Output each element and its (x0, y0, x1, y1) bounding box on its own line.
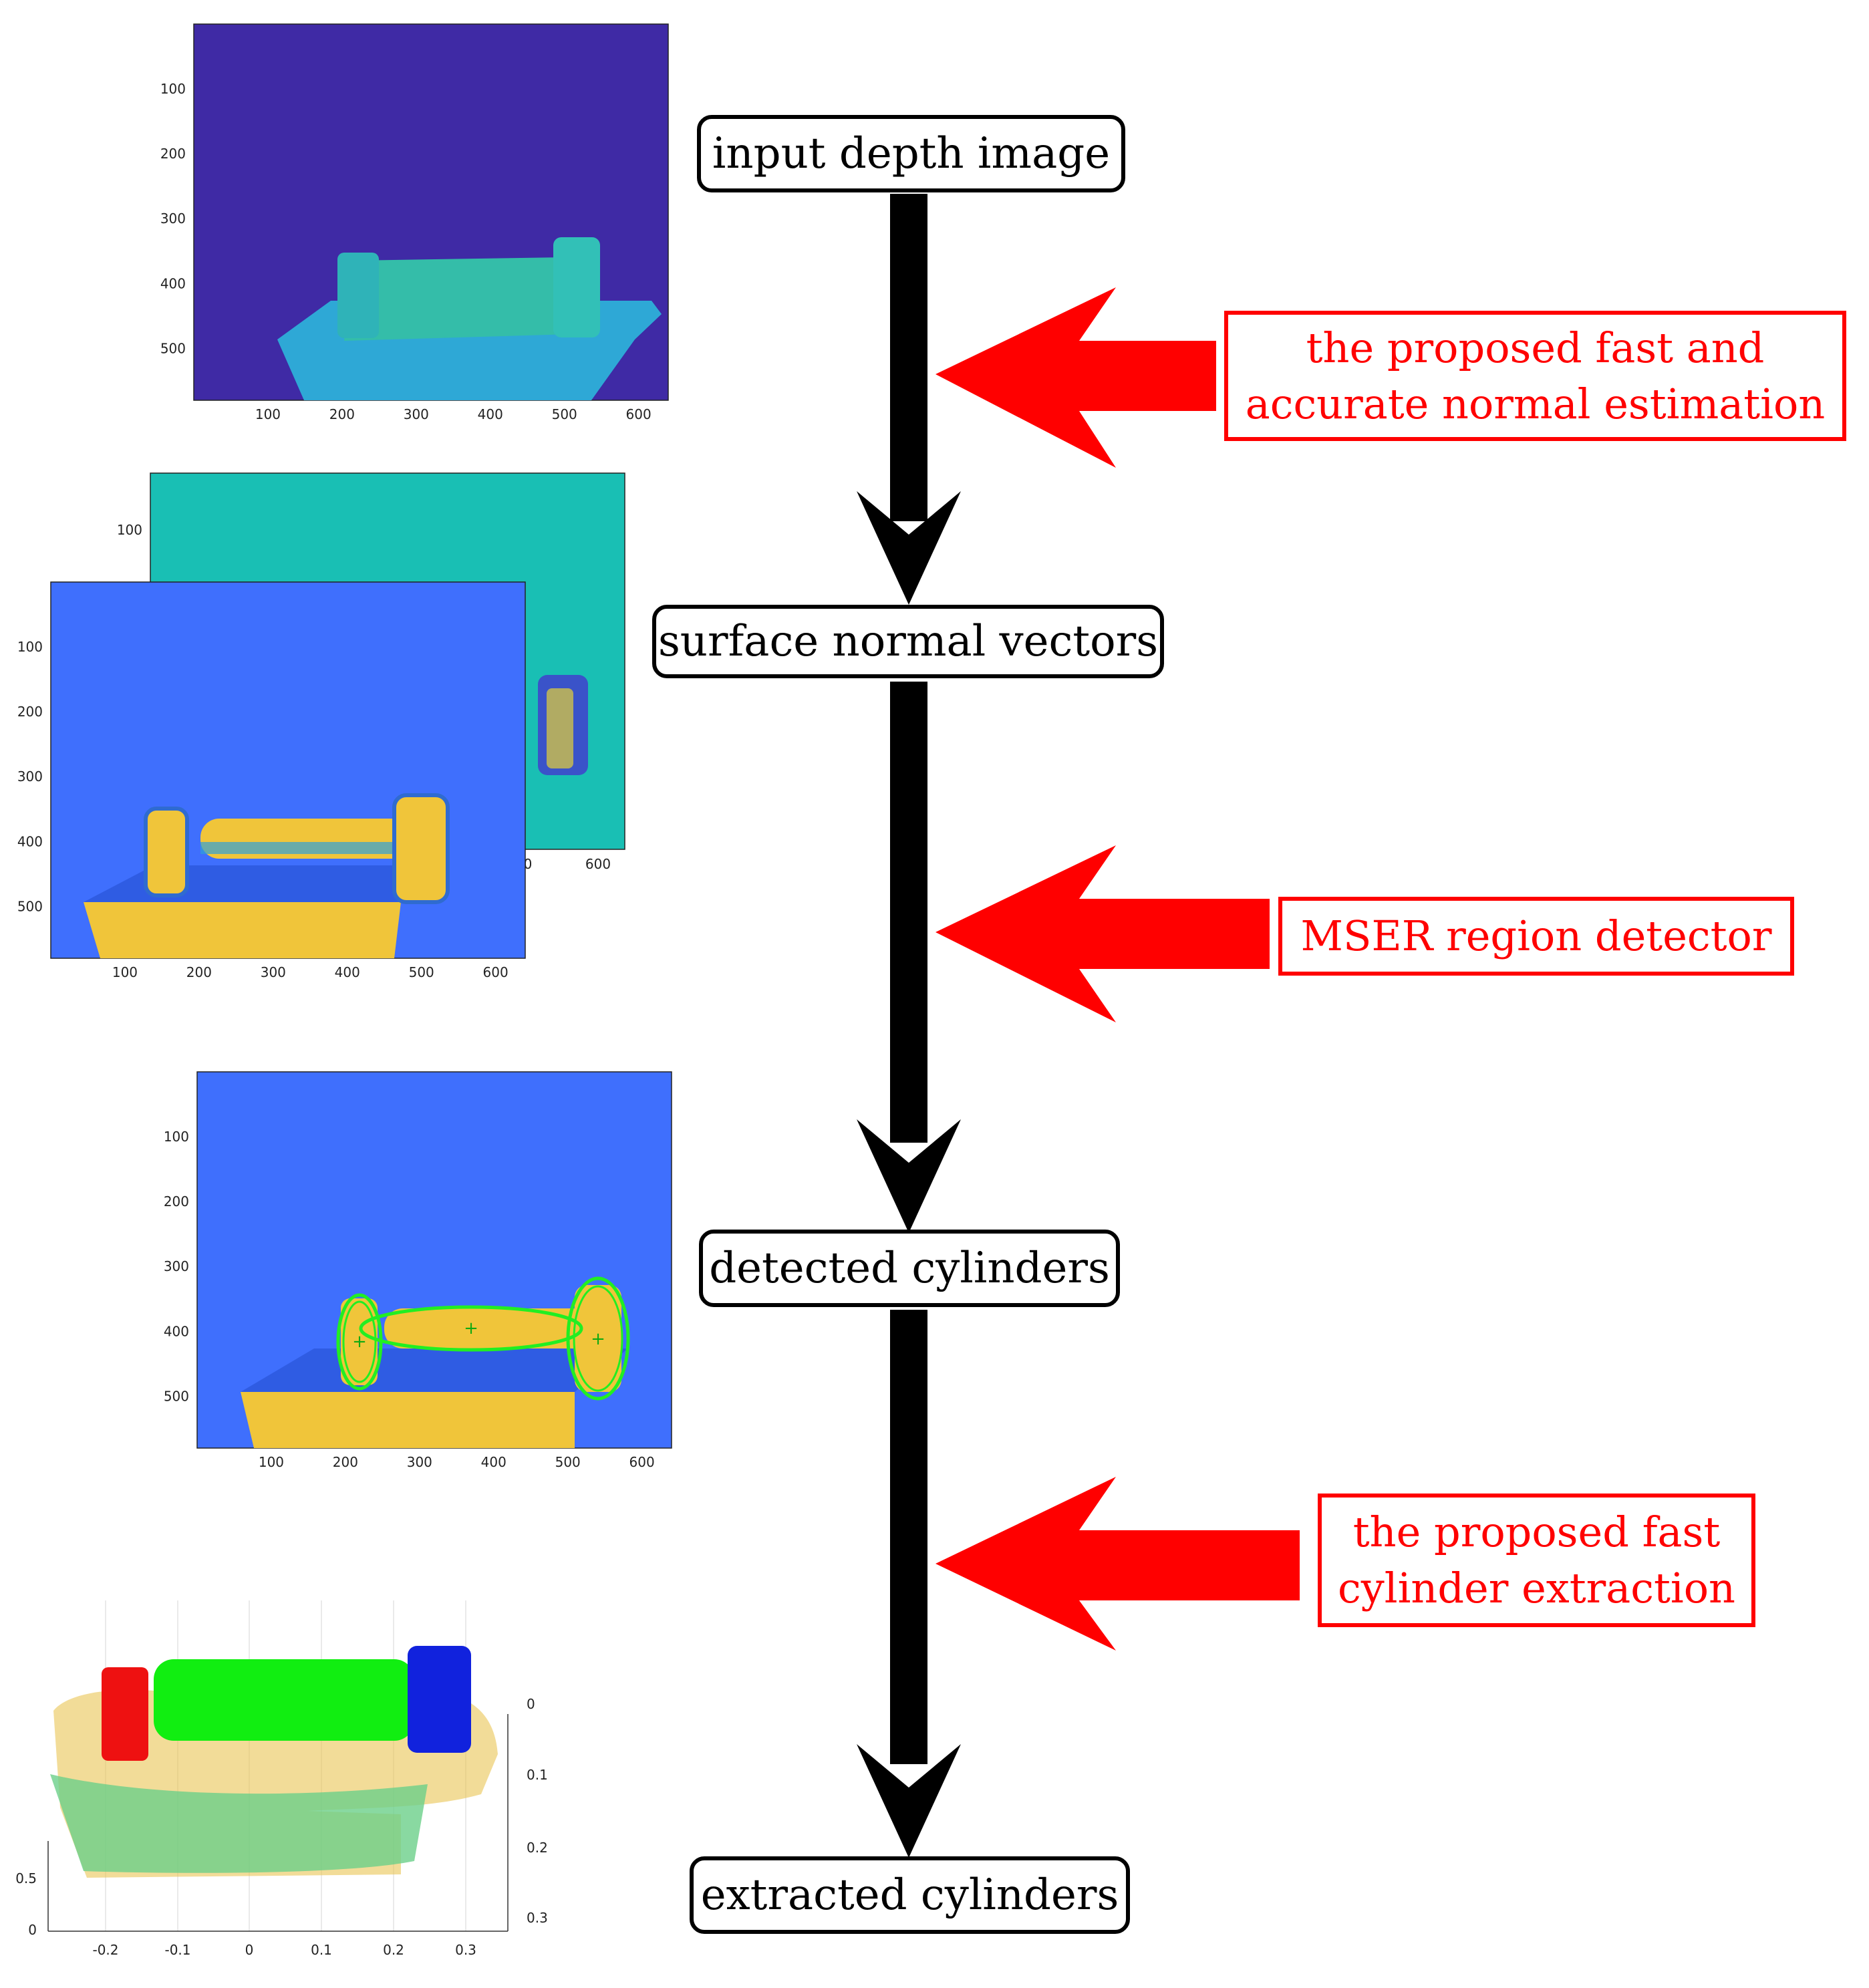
normals-left-cylinder (144, 807, 189, 897)
depth-bar-region (344, 257, 571, 341)
pointcloud-xtick: 0.2 (383, 1942, 404, 1958)
pointcloud-left-tick: 0.5 (15, 1870, 37, 1886)
method-normal-estimation-line-2: accurate normal estimation (1245, 379, 1826, 428)
red-arrow-cylinder-extraction (936, 1477, 1300, 1651)
pointcloud-xtick: 0.3 (455, 1942, 476, 1958)
pointcloud-green-cylinder (154, 1659, 414, 1741)
pointcloud-left-tick: 0 (28, 1922, 37, 1938)
step-surface-normal-vectors: surface normal vectors (652, 605, 1164, 678)
step-extracted-cylinders: extracted cylinders (690, 1856, 1130, 1934)
depth-right-cylinder (553, 237, 600, 337)
detected-table-front (241, 1392, 575, 1448)
detected-ytick: 500 (164, 1388, 189, 1404)
depth-xtick: 200 (329, 406, 355, 422)
pointcloud-ztick: 0.3 (527, 1910, 548, 1926)
detected-xtick: 500 (555, 1454, 581, 1470)
normals_front-ytick: 200 (17, 704, 43, 720)
method-cylinder-extraction-line-1: the proposed fast (1352, 1508, 1721, 1557)
method-mser-region-detector: MSER region detector (1278, 897, 1794, 976)
depth-xtick: 400 (478, 406, 503, 422)
detected-bar (384, 1308, 598, 1348)
detected-xtick: 200 (333, 1454, 358, 1470)
method-normal-estimation: the proposed fast and accurate normal es… (1224, 311, 1846, 441)
detected-ytick: 200 (164, 1193, 189, 1210)
pointcloud-green-points (50, 1774, 428, 1873)
depth-ytick: 200 (160, 146, 186, 162)
normals_back-xtick: 0 (524, 856, 533, 872)
detected-xtick: 100 (259, 1454, 284, 1470)
normals_front-xtick: 300 (261, 964, 286, 980)
arrow-shaft-3 (890, 1310, 927, 1764)
arrow-shaft-1 (890, 194, 927, 521)
detected-ytick: 300 (164, 1258, 189, 1274)
arrow-head-2 (857, 1119, 961, 1233)
detected-ytick: 400 (164, 1323, 189, 1339)
normals_front-xtick: 400 (335, 964, 360, 980)
method-cylinder-extraction: the proposed fast cylinder extraction (1318, 1494, 1755, 1627)
method-cylinder-extraction-line-2: cylinder extraction (1338, 1564, 1735, 1612)
svg-text:+: + (352, 1332, 367, 1352)
normals_front-xtick: 500 (409, 964, 434, 980)
pointcloud-xtick: 0 (245, 1942, 254, 1958)
arrow-head-3 (857, 1744, 961, 1858)
depth-ytick: 500 (160, 340, 186, 356)
step-detected-cylinders: detected cylinders (699, 1230, 1120, 1307)
normals_front-xtick: 200 (186, 964, 212, 980)
pointcloud-ztick: 0.1 (527, 1767, 548, 1783)
depth-ytick: 400 (160, 275, 186, 291)
normals-right-cylinder (392, 793, 450, 904)
depth-xtick: 500 (552, 406, 577, 422)
normals_back-ytick: 100 (117, 522, 142, 538)
svg-text:+: + (591, 1329, 605, 1349)
svg-text:+: + (464, 1318, 478, 1338)
normals_front-ytick: 300 (17, 768, 43, 785)
depth-xtick: 100 (255, 406, 281, 422)
red-arrow-normal-estimation (936, 287, 1216, 468)
red-arrow-mser (936, 845, 1270, 1022)
pointcloud-ztick: 0.2 (527, 1840, 548, 1856)
normals_front-xtick: 100 (112, 964, 138, 980)
mser-ellipse-bar (359, 1305, 583, 1352)
normals-front-plot: 100 200 300 400 500 100 200 300 400 500 600 (17, 581, 526, 980)
arrow-head-1 (857, 491, 961, 605)
pointcloud-red-cylinder (102, 1667, 148, 1761)
pointcloud-ztick: 0 (527, 1696, 535, 1712)
pointcloud-xtick: -0.1 (164, 1942, 190, 1958)
detected-ytick: 100 (164, 1129, 189, 1145)
normals_front-ytick: 400 (17, 833, 43, 849)
pointcloud-blue-cylinder (408, 1646, 471, 1753)
depth-ytick: 100 (160, 81, 186, 97)
normals_front-xtick: 600 (483, 964, 509, 980)
depth-left-cylinder (337, 253, 379, 338)
detected-cylinders-plot: + + + 100 200 300 400 500 100 200 300 400 500 600 (164, 1071, 672, 1470)
normals_front-ytick: 100 (17, 639, 43, 655)
depth-image-plot: 100 200 300 400 500 100 200 300 400 500 600 (160, 23, 669, 422)
normals_back-xtick: 600 (585, 856, 611, 872)
pointcloud-plot: -0.2 -0.1 0 0.1 0.2 0.3 0 0.1 0.2 0.3 0.5 0 (15, 1600, 548, 1958)
depth-xtick: 600 (626, 406, 652, 422)
method-mser-line-1: MSER region detector (1300, 911, 1772, 961)
detected-xtick: 300 (407, 1454, 432, 1470)
detected-right-cylinder (575, 1285, 621, 1392)
depth-ytick: 300 (160, 210, 186, 227)
step-input-depth-image: input depth image (697, 115, 1125, 192)
method-arrows (936, 287, 1300, 1651)
pointcloud-xtick: -0.2 (92, 1942, 118, 1958)
pipeline-arrows (857, 194, 961, 1858)
normals_front-ytick: 500 (17, 898, 43, 914)
mser-ellipse-right (566, 1276, 630, 1401)
detected-xtick: 400 (481, 1454, 507, 1470)
depth-xtick: 300 (404, 406, 429, 422)
normals-table-front (84, 902, 401, 958)
pointcloud-xtick: 0.1 (311, 1942, 332, 1958)
method-normal-estimation-line-1: the proposed fast and (1306, 323, 1765, 372)
detected-xtick: 600 (629, 1454, 655, 1470)
arrow-shaft-2 (890, 682, 927, 1143)
